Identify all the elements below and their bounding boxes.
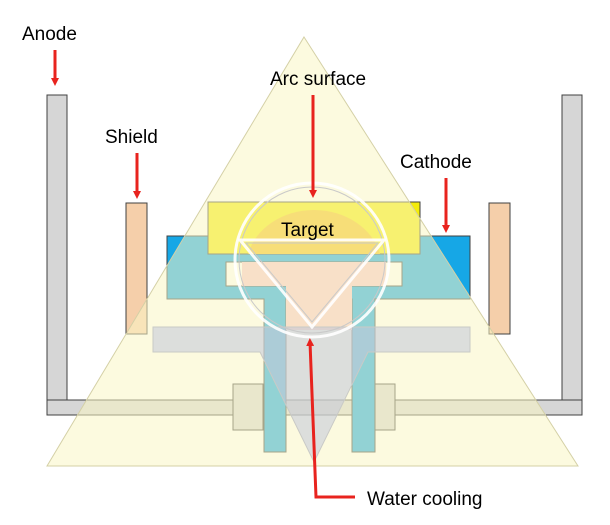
- label-target: Target: [281, 220, 335, 241]
- anode-left-wall: [46, 94, 68, 401]
- anode-right-wall: [561, 94, 583, 401]
- label-arc-surface: Arc surface: [270, 69, 366, 90]
- arrow-water-cooling: [306, 338, 355, 499]
- label-water-cooling: Water cooling: [367, 489, 482, 510]
- label-shield: Shield: [105, 127, 158, 148]
- plasma-cone: [46, 36, 579, 467]
- shield-right: [488, 202, 511, 335]
- label-anode: Anode: [22, 24, 77, 45]
- label-cathode: Cathode: [400, 152, 472, 173]
